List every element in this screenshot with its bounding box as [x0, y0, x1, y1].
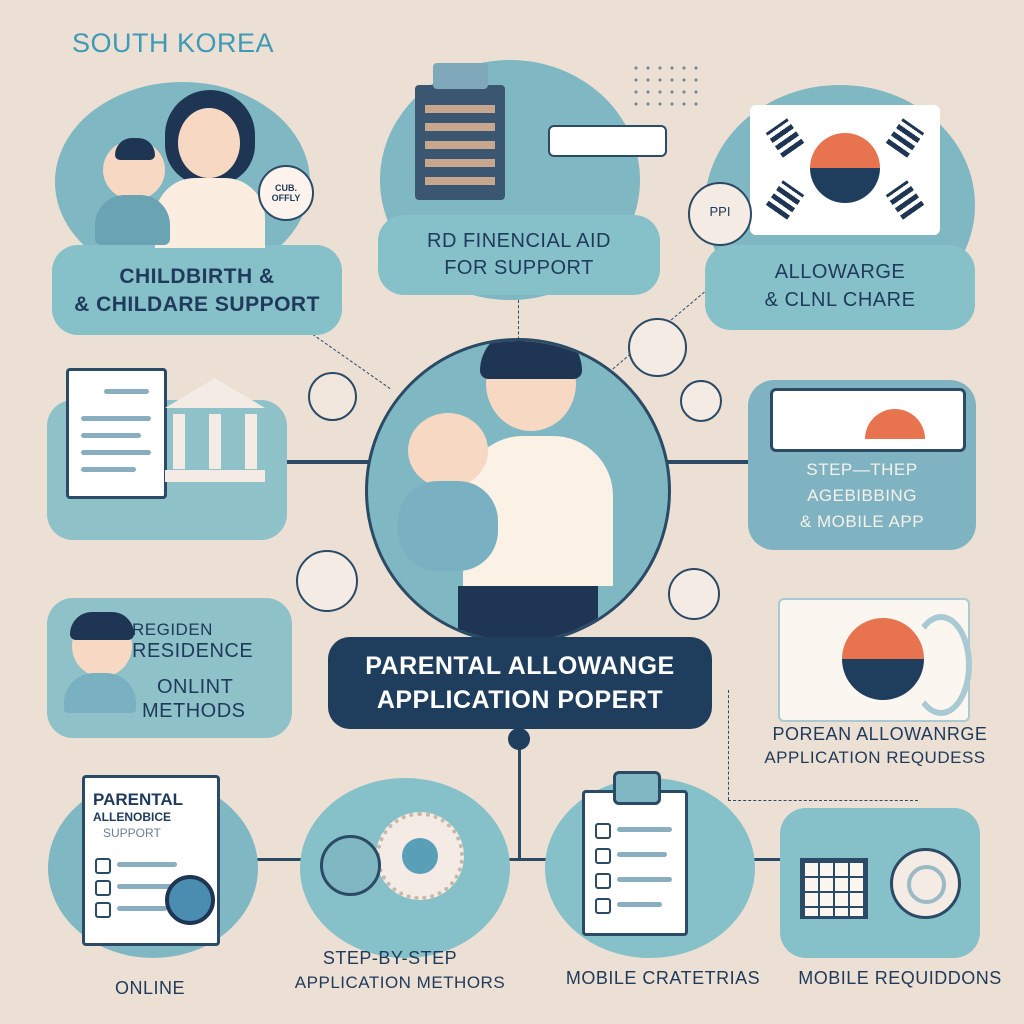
connector-dash-right — [728, 690, 729, 800]
main-banner[interactable]: PARENTAL ALLOWANGE APPLICATION POPERT — [328, 637, 712, 729]
connector-bottom-horizontal — [250, 858, 790, 861]
clipboard-icon — [66, 368, 167, 499]
steps-label-2: AGEBIBBING — [807, 486, 917, 505]
lungs-icon — [308, 372, 357, 421]
steps-bottom-label-2: APPLICATION METHORS — [294, 973, 506, 992]
baby-illustration — [95, 138, 175, 245]
financial-label-1: RD FINENCIAL AID — [427, 230, 611, 252]
childbirth-card[interactable]: CHILDBIRTH & & CHILDARE SUPPORT — [52, 245, 342, 335]
mobile-label-1: MOBILE CRATETRIAS — [565, 968, 761, 988]
residence-label-1: REGIDEN — [132, 620, 213, 639]
link-icon — [680, 380, 722, 422]
checklist-icon — [582, 771, 688, 936]
main-banner-line-2: APPLICATION POPERT — [376, 686, 664, 714]
cart-icon — [800, 858, 868, 919]
bank-icon — [165, 378, 265, 488]
dial-icon — [890, 848, 961, 919]
info-icon — [628, 318, 687, 377]
search-icon — [296, 550, 358, 612]
step-circle-icon — [320, 835, 381, 896]
connector-left-mid — [260, 460, 380, 464]
allowance-label-1: ALLOWARGE — [774, 261, 906, 283]
childbirth-label-2: & CHILDARE SUPPORT — [74, 293, 320, 316]
steps-label-3: & MOBILE APP — [799, 512, 925, 531]
online-label: ONLINE — [114, 978, 186, 998]
korea-flag-right — [778, 598, 972, 722]
right-caption-1: POREAN ALLOWANRGE — [772, 724, 988, 744]
connector-right-mid — [645, 460, 755, 464]
main-banner-line-1: PARENTAL ALLOWANGE — [365, 652, 675, 680]
gear-icon — [376, 812, 464, 900]
seal-icon — [165, 875, 215, 925]
heart-icon — [668, 568, 720, 620]
childbirth-label-1: CHILDBIRTH & — [119, 265, 275, 288]
allowance-card[interactable]: ALLOWARGE & CLNL CHARE — [705, 245, 975, 330]
mobile-label-2: MOBILE REQUIDDONS — [798, 968, 1002, 988]
dot-grid-decoration — [630, 62, 700, 107]
key-icon — [548, 125, 667, 157]
parental-doc-icon: PARENTAL ALLENOBICE SUPPORT — [82, 775, 220, 946]
father-circle — [365, 338, 671, 644]
allowance-badge: PPI — [688, 182, 752, 246]
child-avatar — [64, 612, 139, 713]
residence-label-4: METHODS — [142, 700, 246, 722]
financial-label-2: FOR SUPPORT — [444, 257, 594, 279]
page-title: SOUTH KOREA — [72, 28, 275, 58]
building-icon — [415, 63, 505, 200]
korea-flag-large — [750, 105, 940, 235]
mother-illustration — [150, 90, 270, 248]
connector-bottom-vertical — [518, 730, 521, 860]
connector-dash-right-h — [728, 800, 918, 801]
right-caption-2: APPLICATION REQUDESS — [764, 748, 986, 767]
childbirth-badge: CUB. OFFLY — [258, 165, 314, 221]
banner-connector-dot — [508, 728, 530, 750]
steps-bottom-label-1: STEP-BY-STEP — [322, 948, 458, 968]
allowance-label-2: & CLNL CHARE — [764, 289, 916, 311]
financial-card[interactable]: RD FINENCIAL AID FOR SUPPORT — [378, 215, 660, 295]
residence-label-3: ONLINT — [157, 676, 234, 698]
steps-label-1: STEP—THEP — [806, 460, 918, 479]
residence-label-2: RESIDENCE — [132, 640, 254, 662]
connector-dash-top — [518, 300, 519, 350]
korea-flag-small — [770, 388, 966, 452]
